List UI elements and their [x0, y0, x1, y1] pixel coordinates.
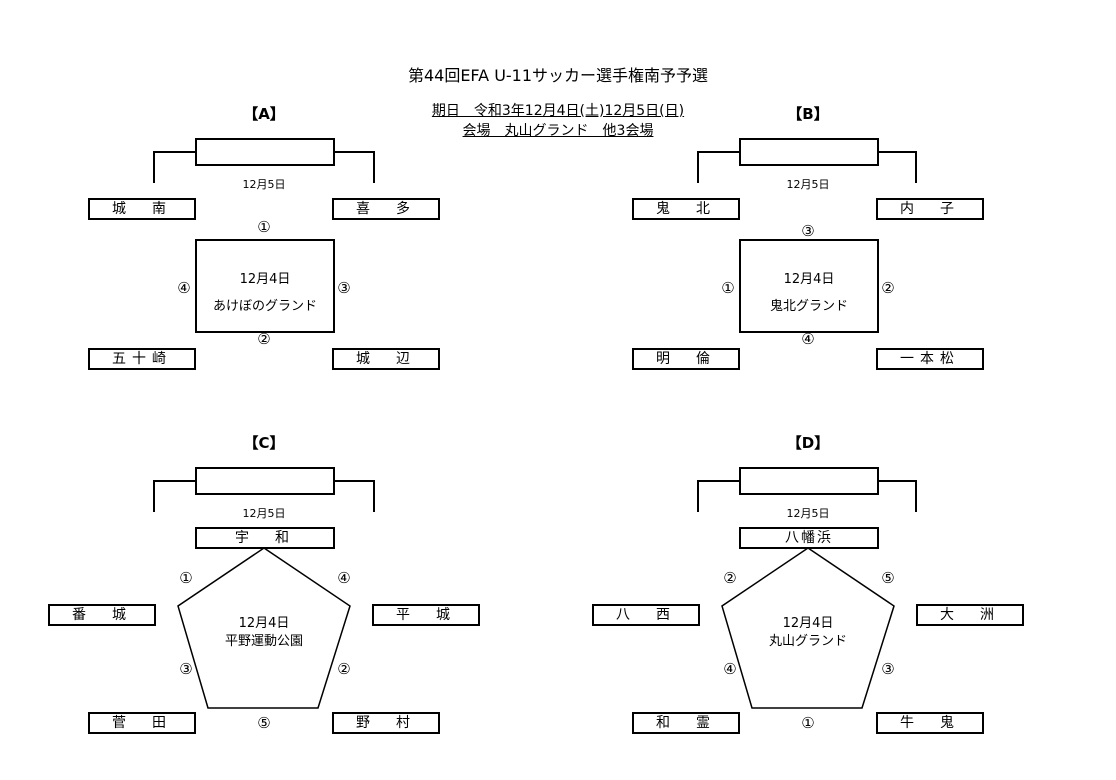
group-a-venue-date: 12月4日: [239, 272, 291, 287]
group-c-label: 【C】: [243, 434, 285, 452]
group-a-final-box: [195, 138, 335, 166]
match-number: ①: [179, 569, 193, 587]
match-number: ②: [881, 279, 895, 297]
team-nomura: 野 村: [332, 712, 440, 734]
match-number: ②: [337, 660, 351, 678]
group-d-venue-date: 12月4日: [782, 616, 834, 631]
team-ikazaki: 五十崎: [88, 348, 196, 370]
team-uwa: 宇 和: [195, 527, 335, 549]
team-kihoku: 鬼 北: [632, 198, 740, 220]
group-a-venue-name: あけぼのグランド: [212, 299, 317, 314]
match-number: ④: [801, 330, 815, 348]
team-warei: 和 霊: [632, 712, 740, 734]
match-number: ①: [257, 218, 271, 236]
group-d-venue-name: 丸山グランド: [768, 634, 847, 649]
venue-pentagon-d: [721, 547, 895, 709]
match-number: ⑤: [257, 714, 271, 732]
match-number: ①: [721, 279, 735, 297]
team-kita: 喜 多: [332, 198, 440, 220]
team-yawatahama: 八幡浜: [739, 527, 879, 549]
group-c-venue-name: 平野運動公園: [224, 634, 303, 649]
match-number: ③: [179, 660, 193, 678]
group-d-final-date: 12月5日: [786, 507, 830, 520]
group-b-venue-box: 12月4日 鬼北グランド: [739, 239, 879, 333]
match-number: ①: [801, 714, 815, 732]
team-johen: 城 辺: [332, 348, 440, 370]
venue-pentagon-c: [177, 547, 351, 709]
match-number: ③: [801, 222, 815, 240]
group-b-final-box: [739, 138, 879, 166]
team-ozu: 大 洲: [916, 604, 1024, 626]
team-uchiko: 内 子: [876, 198, 984, 220]
match-number: ②: [257, 330, 271, 348]
team-hassei: 八 西: [592, 604, 700, 626]
group-c-venue-date: 12月4日: [238, 616, 290, 631]
match-number: ④: [723, 660, 737, 678]
team-ushioni: 牛 鬼: [876, 712, 984, 734]
group-b-venue-name: 鬼北グランド: [769, 299, 848, 314]
group-a-label: 【A】: [243, 105, 285, 123]
group-c-final-date: 12月5日: [242, 507, 286, 520]
team-hirajo: 平 城: [372, 604, 480, 626]
team-sugata: 菅 田: [88, 712, 196, 734]
match-number: ⑤: [881, 569, 895, 587]
group-d-final-box: [739, 467, 879, 495]
schedule-info: 期日 令和3年12月4日(土)12月5日(日): [431, 103, 685, 119]
match-number: ③: [337, 279, 351, 297]
match-number: ④: [177, 279, 191, 297]
group-a-venue-box: 12月4日 あけぼのグランド: [195, 239, 335, 333]
match-number: ②: [723, 569, 737, 587]
match-number: ④: [337, 569, 351, 587]
team-jonan: 城 南: [88, 198, 196, 220]
team-banjo: 番 城: [48, 604, 156, 626]
venue-info: 会場 丸山グランド 他3会場: [462, 123, 654, 139]
group-c-final-box: [195, 467, 335, 495]
group-b-venue-date: 12月4日: [783, 272, 835, 287]
group-d-label: 【D】: [786, 434, 830, 452]
team-meirin: 明 倫: [632, 348, 740, 370]
group-b-final-date: 12月5日: [786, 178, 830, 191]
team-ipponmatsu: 一本松: [876, 348, 984, 370]
match-number: ③: [881, 660, 895, 678]
group-b-label: 【B】: [787, 105, 829, 123]
group-a-final-date: 12月5日: [242, 178, 286, 191]
page-title: 第44回EFA U-11サッカー選手権南予予選: [407, 66, 709, 85]
